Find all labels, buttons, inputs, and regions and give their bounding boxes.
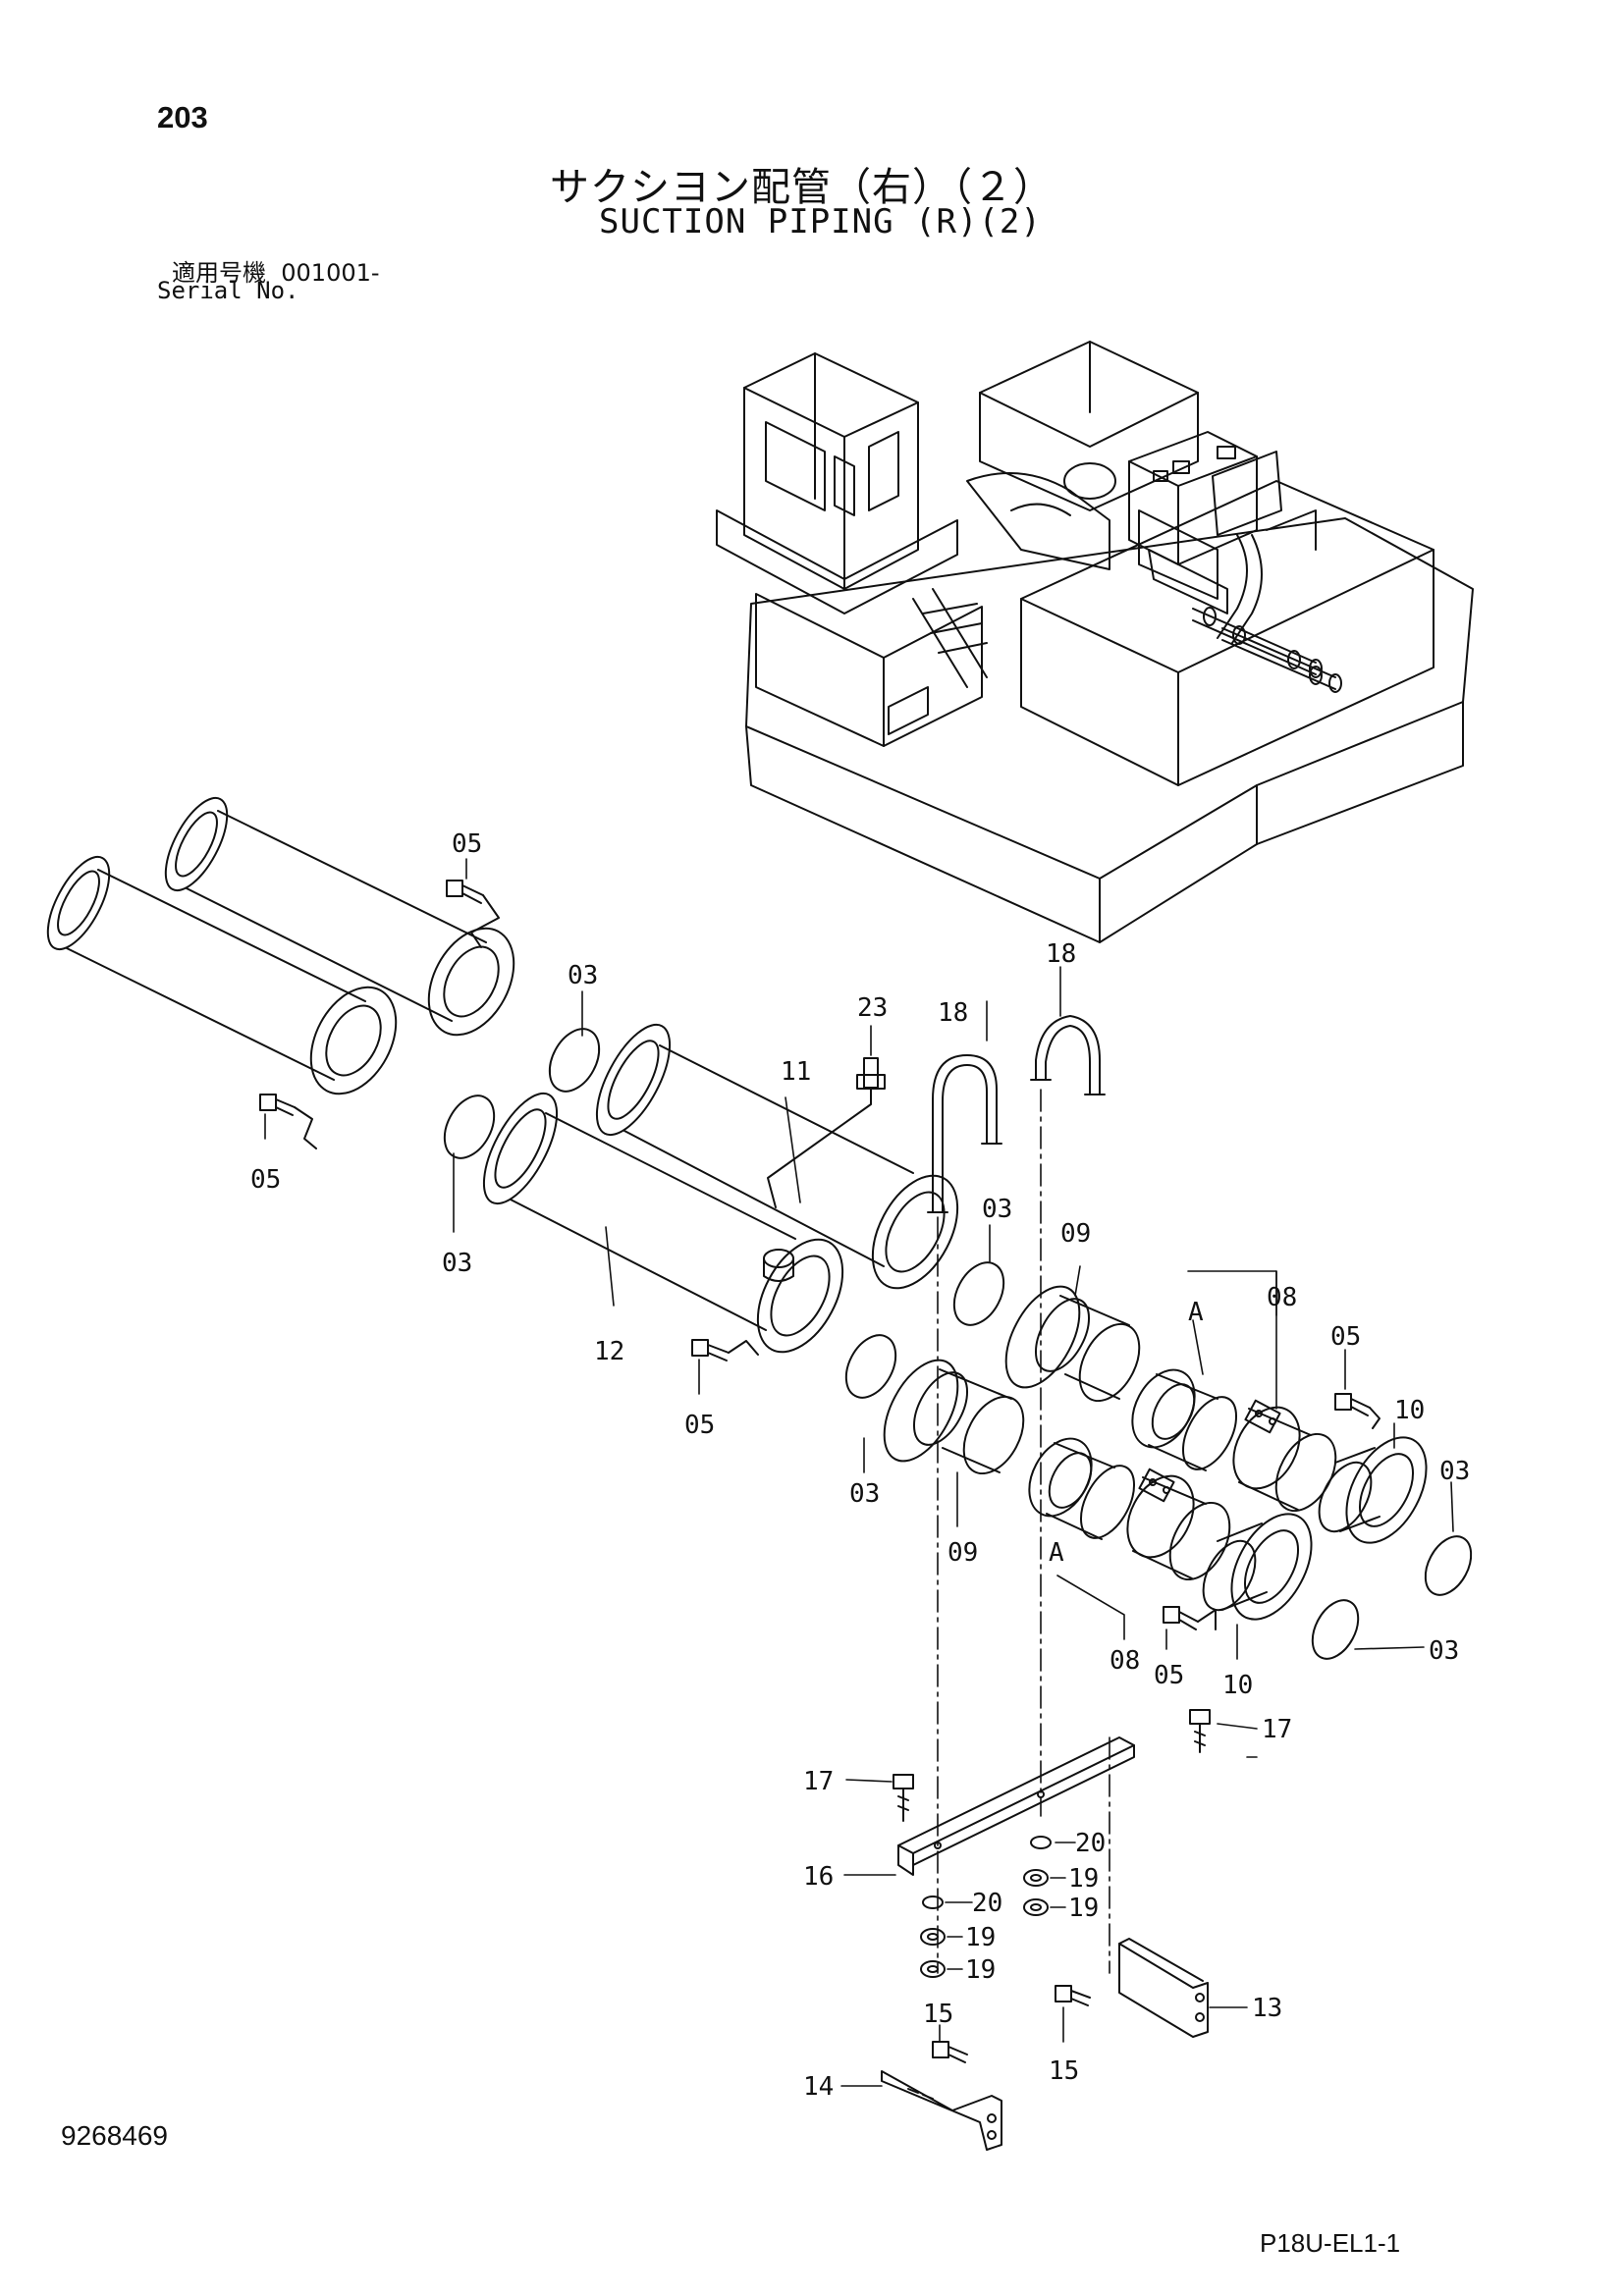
callout-03d: 03 — [849, 1479, 880, 1509]
u-bolt-18-right — [1030, 1015, 1106, 1095]
callout-19a: 19 — [1068, 1864, 1099, 1894]
suction-pipe-11 — [595, 1023, 959, 1290]
nut-19-left-a — [920, 1928, 946, 1946]
callout-03f: 03 — [1429, 1636, 1459, 1666]
callout-11: 11 — [781, 1057, 811, 1087]
callout-23: 23 — [857, 993, 888, 1023]
o-ring-03a — [548, 1028, 601, 1093]
callout-12: 12 — [594, 1337, 624, 1366]
callout-19c: 19 — [965, 1923, 996, 1952]
bolt-05-right-upper — [1334, 1393, 1380, 1429]
callout-18b: 18 — [1046, 939, 1076, 969]
nut-19-right-b — [1023, 1898, 1049, 1916]
callout-05e: 05 — [1154, 1661, 1184, 1690]
callout-03e: 03 — [1439, 1457, 1470, 1486]
flange-end-10-lower — [1202, 1513, 1313, 1621]
washer-20-right — [1030, 1836, 1052, 1849]
callout-08b: 08 — [1110, 1646, 1140, 1676]
callout-05c: 05 — [684, 1411, 715, 1440]
nut-19-right-a — [1023, 1869, 1049, 1887]
callout-03c: 03 — [982, 1195, 1012, 1224]
o-ring-03e — [1424, 1535, 1473, 1596]
washer-20-left — [922, 1896, 944, 1909]
o-ring-03c — [952, 1261, 1005, 1326]
callout-A-upper: A — [1188, 1298, 1204, 1327]
callout-17a: 17 — [1262, 1715, 1292, 1744]
o-ring-03d — [844, 1334, 897, 1399]
u-bolt-18-left — [927, 1054, 1002, 1213]
o-ring-03b — [443, 1095, 496, 1159]
callout-19b: 19 — [1068, 1894, 1099, 1923]
callout-17b: 17 — [803, 1767, 834, 1796]
title-japanese: サクシヨン配管（右）（２） — [550, 165, 1054, 210]
callout-labels: 05 03 05 03 23 11 12 05 03 03 18 18 09 0… — [250, 829, 1470, 2102]
callout-10a: 10 — [1394, 1396, 1425, 1425]
support-plate-16 — [897, 1736, 1135, 1876]
flanged-sleeve-09-lower — [883, 1359, 1025, 1475]
callout-10b: 10 — [1222, 1671, 1253, 1700]
callout-05d: 05 — [1330, 1322, 1361, 1352]
rubber-sleeve-a-lower — [1028, 1437, 1136, 1540]
upper-suction-pipe-front — [46, 855, 398, 1095]
callout-05a: 05 — [452, 829, 482, 859]
callout-08a: 08 — [1267, 1283, 1297, 1312]
title-english: SUCTION PIPING (R)(2) — [599, 202, 1042, 241]
plug-23 — [767, 1057, 886, 1208]
callout-18a: 18 — [938, 998, 968, 1028]
callout-19d: 19 — [965, 1955, 996, 1985]
bolt-05-upper-right — [446, 880, 500, 948]
serial-label-english: Serial No. — [157, 277, 299, 304]
o-ring-03f — [1311, 1599, 1360, 1660]
bolt-17-left — [893, 1774, 914, 1822]
bracket-13 — [1118, 1938, 1209, 2038]
callout-20a: 20 — [1075, 1829, 1106, 1858]
bolt-05-right-lower — [1163, 1606, 1217, 1630]
sheet-code: P18U-EL1-1 — [1260, 2228, 1401, 2258]
bracket-14 — [881, 2070, 1002, 2151]
machine-overview-illustration — [716, 341, 1474, 943]
callout-13: 13 — [1252, 1994, 1282, 2023]
callout-15b: 15 — [1049, 2056, 1079, 2086]
document-number: 9268469 — [61, 2120, 169, 2151]
leader-lines — [264, 858, 1454, 2087]
suction-pipe-12 — [482, 1092, 844, 1354]
callout-03a: 03 — [568, 961, 598, 990]
callout-16: 16 — [803, 1862, 834, 1892]
clamp-08-lower — [1126, 1468, 1231, 1581]
bolt-15-right — [1055, 1985, 1091, 2006]
serial-label-jp-text: 適用号機 — [172, 259, 266, 287]
upper-suction-pipe-rear — [164, 796, 515, 1037]
bolt-17-right — [1189, 1709, 1211, 1753]
bolt-05-middle — [691, 1339, 759, 1362]
callout-15a: 15 — [923, 2000, 953, 2029]
flange-end-10-upper — [1318, 1436, 1428, 1544]
serial-value: 001001- — [281, 259, 380, 287]
callout-09b: 09 — [947, 1538, 978, 1568]
page-number: 203 — [157, 100, 208, 134]
callout-05b: 05 — [250, 1165, 281, 1195]
bolt-05-upper-left — [259, 1094, 317, 1149]
callout-A-lower: A — [1049, 1538, 1064, 1568]
callout-03b: 03 — [442, 1249, 472, 1278]
callout-20b: 20 — [972, 1889, 1002, 1918]
serial-label-japanese: 適用号機 001001- — [172, 253, 380, 288]
callout-09a: 09 — [1060, 1219, 1091, 1249]
nut-19-left-b — [920, 1960, 946, 1978]
clamp-08-upper — [1232, 1399, 1337, 1513]
centre-lines — [937, 1089, 1258, 1974]
bolt-15-left — [932, 2041, 968, 2063]
callout-14: 14 — [803, 2072, 834, 2102]
flanged-sleeve-09-upper — [1004, 1285, 1141, 1403]
rubber-sleeve-a-upper — [1131, 1368, 1238, 1471]
